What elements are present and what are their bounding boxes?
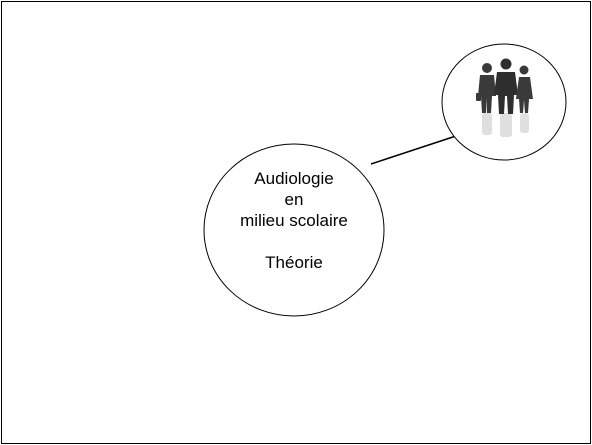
title-line-1: Audiologie <box>254 169 334 188</box>
connector-line <box>370 132 466 165</box>
main-circle-text: Audiologie en milieu scolaire Théorie <box>205 168 383 273</box>
title-line-2: en <box>284 190 304 209</box>
people-silhouettes-icon <box>476 58 533 137</box>
title-line-3: milieu scolaire <box>240 211 348 230</box>
main-circle <box>203 143 385 317</box>
subtitle: Théorie <box>265 253 323 272</box>
